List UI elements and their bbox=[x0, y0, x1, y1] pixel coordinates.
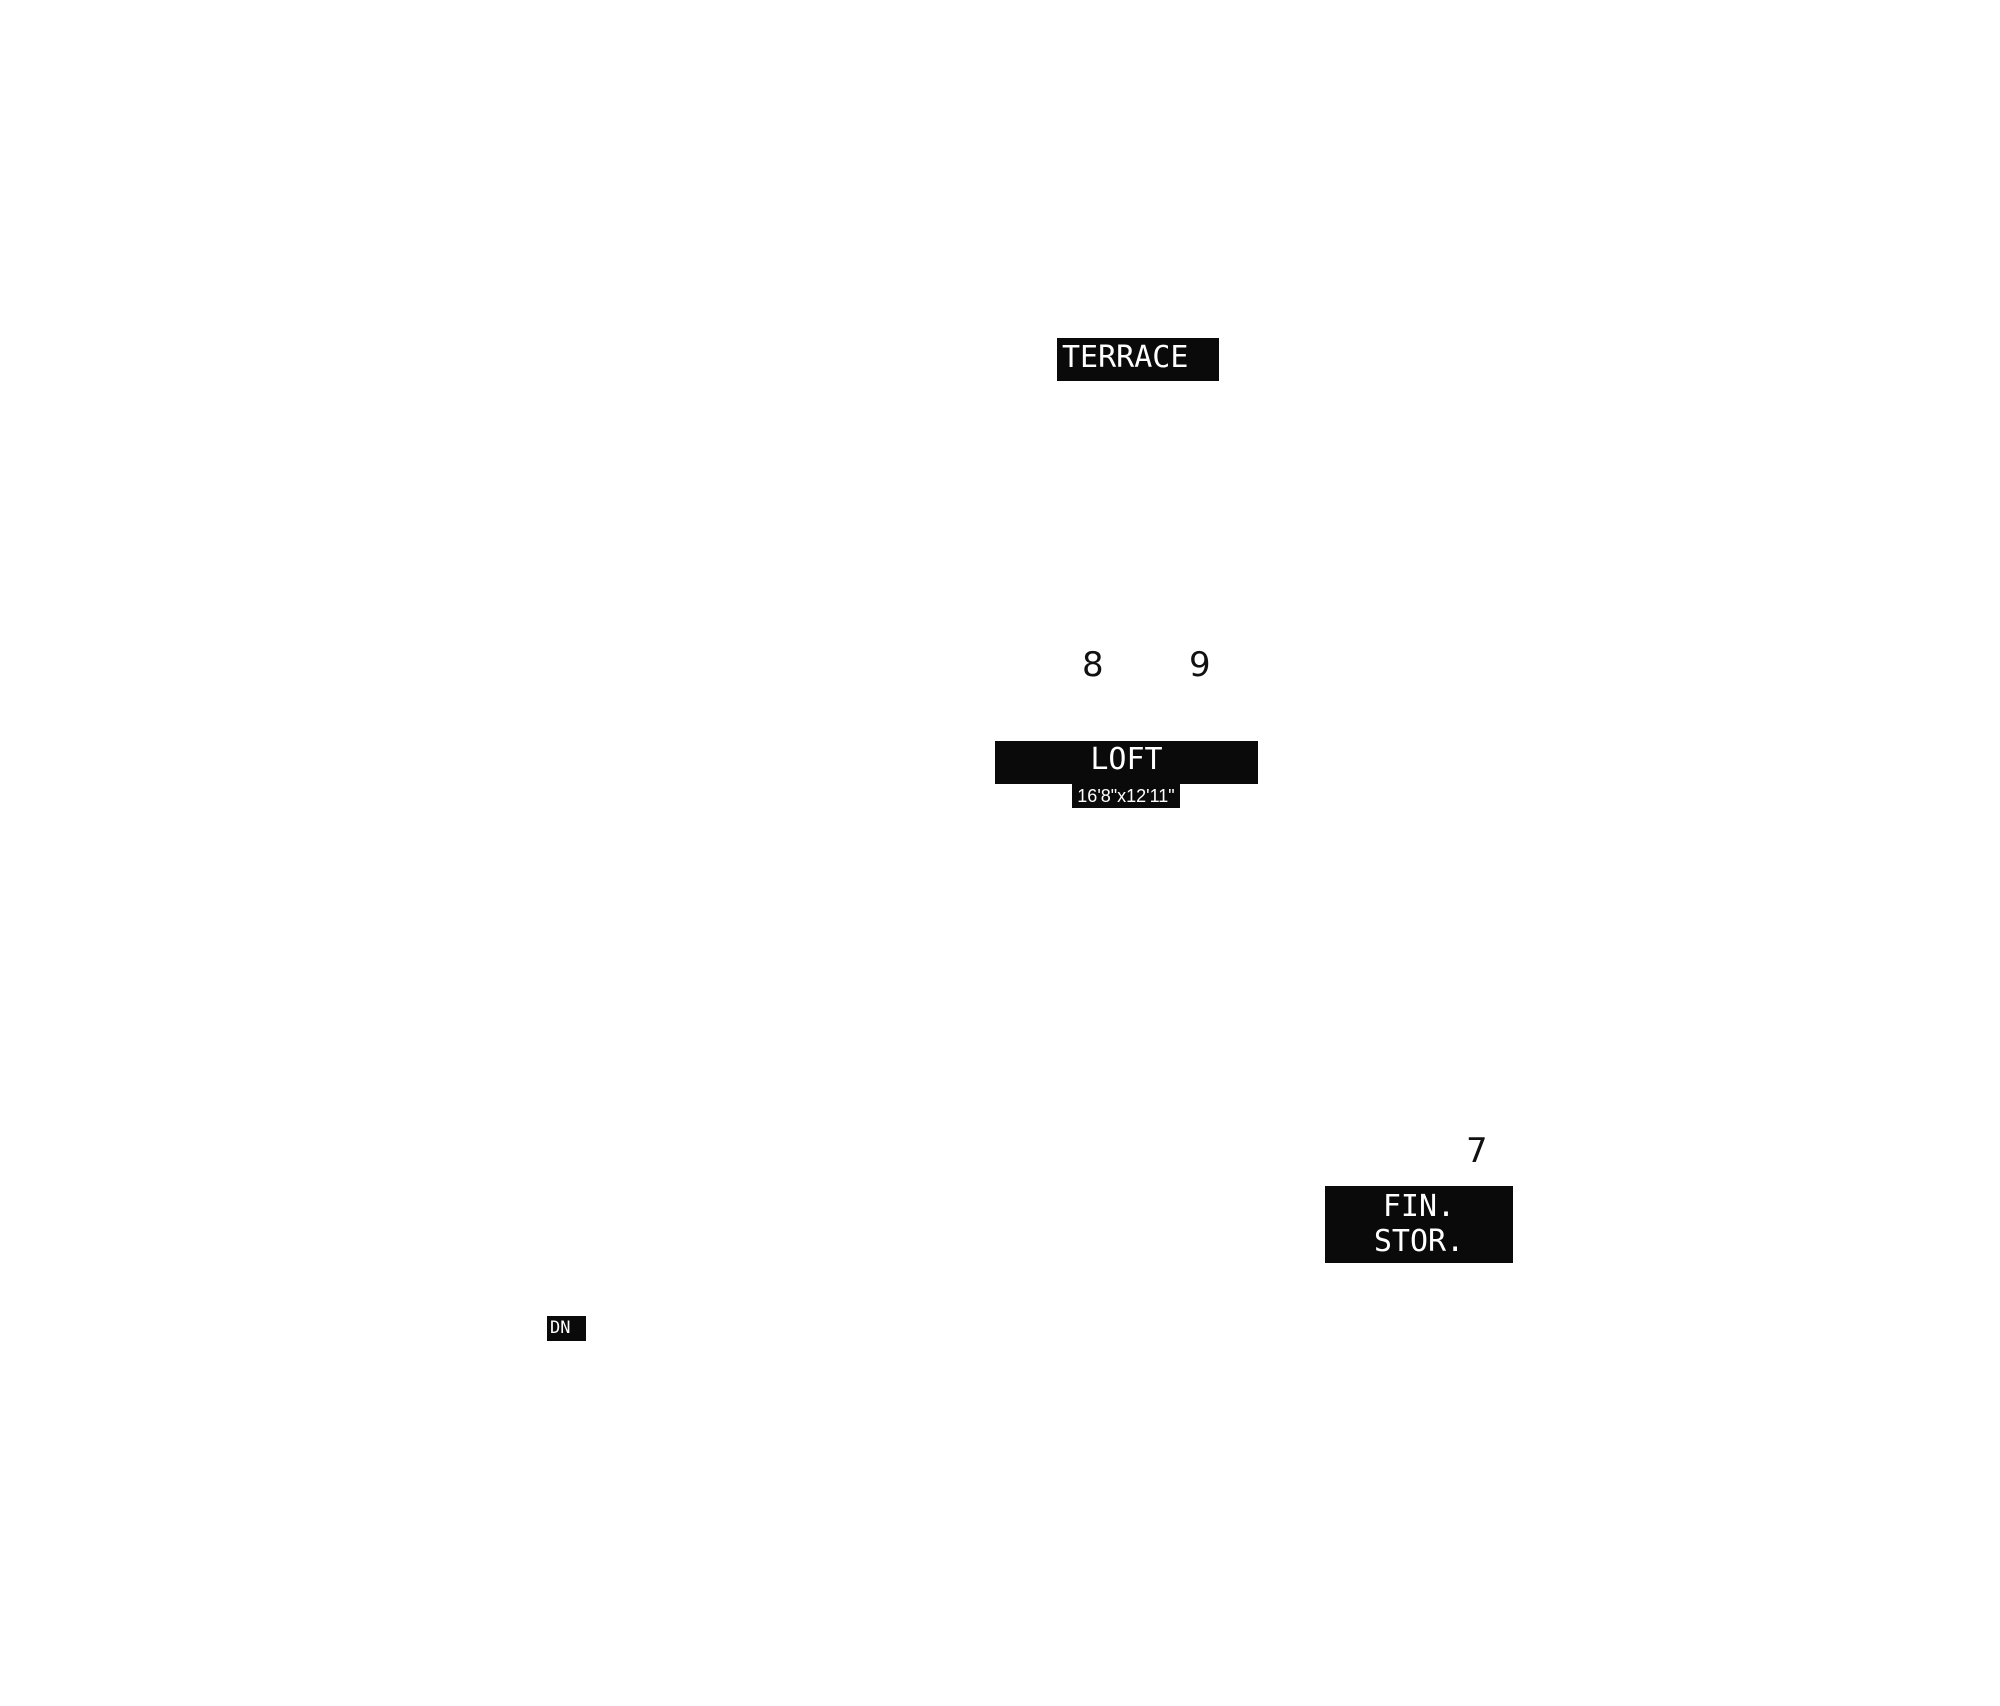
room-label-fin-stor: FIN. STOR. bbox=[1325, 1186, 1513, 1263]
room-dimensions-loft: 16'8"x12'11" bbox=[1072, 784, 1180, 808]
room-label-fin-stor-line1: FIN. bbox=[1382, 1189, 1456, 1224]
marker-number-8: 8 bbox=[1082, 645, 1104, 685]
room-label-fin-stor-line2: STOR. bbox=[1373, 1224, 1465, 1259]
room-label-terrace: TERRACE bbox=[1057, 338, 1219, 381]
stair-down-label: DN bbox=[547, 1316, 586, 1341]
marker-number-7: 7 bbox=[1466, 1131, 1488, 1171]
room-label-loft: LOFT bbox=[995, 741, 1258, 784]
marker-number-9: 9 bbox=[1189, 645, 1211, 685]
